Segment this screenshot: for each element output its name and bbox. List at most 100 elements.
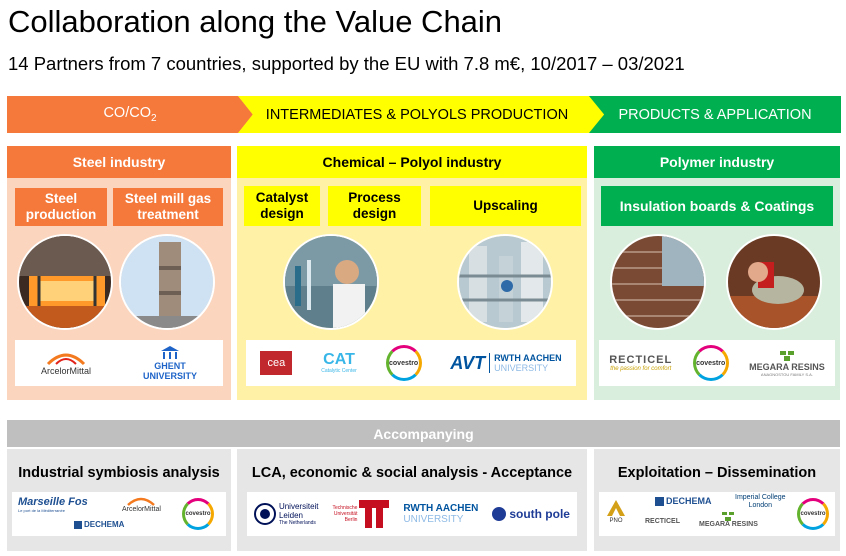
chevron-intermediates: INTERMEDIATES & POLYOLS PRODUCTION — [238, 96, 606, 133]
polymer-industry-band: Polymer industry — [594, 146, 840, 178]
covestro-logo: covestro — [182, 498, 214, 530]
rwth-logo-line2: UNIVERSITY — [494, 363, 562, 373]
insulation-boards-coatings-box: Insulation boards & Coatings — [601, 186, 833, 226]
chevron-products-label: PRODUCTS & APPLICATION — [618, 107, 811, 123]
accompanying-band: Accompanying — [7, 420, 840, 447]
steel-industry-band: Steel industry — [7, 146, 231, 178]
arcelormittal-logo-mark — [46, 350, 86, 366]
steel-logo-strip: ArcelorMittal GHENT UNIVERSITY — [15, 340, 223, 386]
avt-rwth-logo: AVT RWTH AACHEN UNIVERSITY — [450, 353, 561, 374]
coating-roller-photo — [726, 234, 822, 330]
marseille-fos-logo-text: Marseille Fos — [18, 496, 88, 508]
south-pole-circle-icon — [492, 507, 506, 521]
covestro-logo-text: covestro — [696, 360, 725, 367]
chevron-co-co2-label: CO/CO2 — [103, 105, 156, 124]
ghent-building-icon — [160, 345, 180, 361]
imperial-logo-line1: Imperial College — [735, 494, 786, 502]
covestro-logo-text: covestro — [389, 360, 418, 367]
covestro-logo-text: covestro — [800, 511, 825, 517]
cat-logo-sub: Catalytic Center — [321, 368, 357, 374]
dechema-logo-text: DECHEMA — [666, 496, 712, 506]
chevron-intermediates-label: INTERMEDIATES & POLYOLS PRODUCTION — [266, 107, 578, 123]
marseille-fos-logo: Marseille Fos Le port de la Méditerranée — [18, 496, 88, 513]
polymer-industry-panel: Polymer industry Insulation boards & Coa… — [594, 146, 840, 400]
polymer-logo-strip: RECTICEL the passion for comfort covestr… — [599, 340, 835, 386]
leiden-logo-line1: Universiteit — [279, 502, 319, 511]
rwth-logo: RWTH AACHEN UNIVERSITY — [489, 353, 562, 373]
chemical-logo-strip: cea CAT Catalytic Center covestro AVT RW… — [246, 340, 576, 386]
steel-mill-gas-box: Steel mill gas treatment — [113, 188, 223, 226]
steel-mill-chimney-photo — [119, 234, 215, 330]
brick-wall-photo — [610, 234, 706, 330]
steel-industry-panel: Steel industry Steel production Steel mi… — [7, 146, 231, 400]
page-subtitle: 14 Partners from 7 countries, supported … — [8, 53, 685, 75]
upscaling-box: Upscaling — [430, 186, 581, 226]
exploitation-title: Exploitation – Dissemination — [594, 465, 840, 481]
chevron-products: PRODUCTS & APPLICATION — [589, 96, 841, 133]
megara-logo-text: MEGARA RESINS — [749, 362, 825, 372]
leiden-logo-line3: The Netherlands — [279, 520, 319, 526]
rwth-logo-line1: RWTH AACHEN — [494, 353, 562, 363]
marseille-fos-logo-sub: Le port de la Méditerranée — [18, 508, 88, 513]
chemical-industry-band: Chemical – Polyol industry — [237, 146, 587, 178]
steel-production-photo — [17, 234, 113, 330]
tu-berlin-mark — [359, 500, 389, 528]
lca-analysis-logos: Universiteit Leiden The Netherlands Tech… — [247, 492, 577, 536]
covestro-logo: covestro — [386, 345, 422, 381]
leiden-seal-icon — [254, 501, 276, 527]
arcelormittal-logo-text: ArcelorMittal — [41, 366, 91, 376]
megara-logo-text: MEGARA RESINS — [699, 521, 758, 528]
south-pole-logo-text: south pole — [509, 507, 570, 521]
dechema-square-icon — [655, 497, 664, 506]
cat-catalytic-center-logo: CAT Catalytic Center — [321, 352, 357, 374]
steel-production-box: Steel production — [15, 188, 107, 226]
megara-resins-logo: MEGARA RESINS — [699, 512, 758, 528]
industrial-symbiosis-panel: Industrial symbiosis analysis Marseille … — [7, 449, 231, 551]
process-design-box: Process design — [328, 186, 421, 226]
exploitation-logos: PNO DECHEMA RECTICEL Imperial College Lo… — [599, 492, 835, 536]
lab-scientist-photo — [283, 234, 379, 330]
lca-analysis-title: LCA, economic & social analysis - Accept… — [237, 465, 587, 481]
arcelormittal-logo: ArcelorMittal — [41, 350, 91, 376]
lca-analysis-panel: LCA, economic & social analysis - Accept… — [237, 449, 587, 551]
south-pole-logo: south pole — [492, 507, 570, 521]
leiden-university-logo: Universiteit Leiden The Netherlands — [254, 501, 319, 527]
cea-logo: cea — [260, 351, 292, 375]
ghent-logo-line2: UNIVERSITY — [143, 371, 197, 381]
arcelormittal-logo: ArcelorMittal — [122, 496, 161, 513]
megara-leaf-icon — [722, 512, 734, 521]
rwth-logo-line2: UNIVERSITY — [403, 514, 478, 525]
pno-logo-text: PNO — [609, 518, 622, 524]
covestro-logo: covestro — [693, 345, 729, 381]
pilot-plant-photo — [457, 234, 553, 330]
imperial-logo-line2: London — [749, 502, 772, 510]
leiden-logo-line2: Leiden — [279, 511, 319, 520]
chemical-industry-panel: Chemical – Polyol industry Catalyst desi… — [237, 146, 587, 400]
covestro-logo-text: covestro — [185, 511, 210, 517]
exploitation-panel: Exploitation – Dissemination PNO DECHEMA… — [594, 449, 840, 551]
rwth-logo: RWTH AACHEN UNIVERSITY — [403, 503, 478, 525]
avt-logo-text: AVT — [450, 353, 485, 374]
recticel-logo-sub: the passion for comfort — [610, 366, 671, 372]
rwth-logo-line1: RWTH AACHEN — [403, 503, 478, 514]
industrial-symbiosis-title: Industrial symbiosis analysis — [7, 465, 231, 481]
pno-mark — [605, 498, 627, 518]
recticel-logo-text: RECTICEL — [609, 354, 672, 366]
megara-resins-logo: MEGARA RESINS ANAGNOSTOU FAMILY S.A. — [749, 350, 825, 377]
tu-berlin-logo: Technische Universität Berlin — [332, 500, 389, 528]
page-title: Collaboration along the Value Chain — [8, 4, 502, 40]
dechema-square-icon — [74, 521, 82, 529]
pno-logo: PNO — [605, 498, 627, 524]
recticel-logo-text: RECTICEL — [645, 518, 680, 525]
covestro-logo: covestro — [797, 498, 829, 530]
tu-logo-line3: Berlin — [345, 517, 358, 523]
ghent-university-logo: GHENT UNIVERSITY — [143, 345, 197, 381]
dechema-logo: DECHEMA — [655, 496, 712, 506]
megara-leaf-icon — [779, 350, 795, 362]
chevron-co-co2: CO/CO2 — [7, 96, 253, 133]
cat-logo-text: CAT — [323, 352, 355, 368]
industrial-symbiosis-logos: Marseille Fos Le port de la Méditerranée… — [12, 492, 226, 536]
dechema-logo: DECHEMA — [74, 520, 124, 529]
recticel-logo: RECTICEL the passion for comfort — [609, 354, 672, 372]
arcelormittal-logo-text: ArcelorMittal — [122, 506, 161, 513]
